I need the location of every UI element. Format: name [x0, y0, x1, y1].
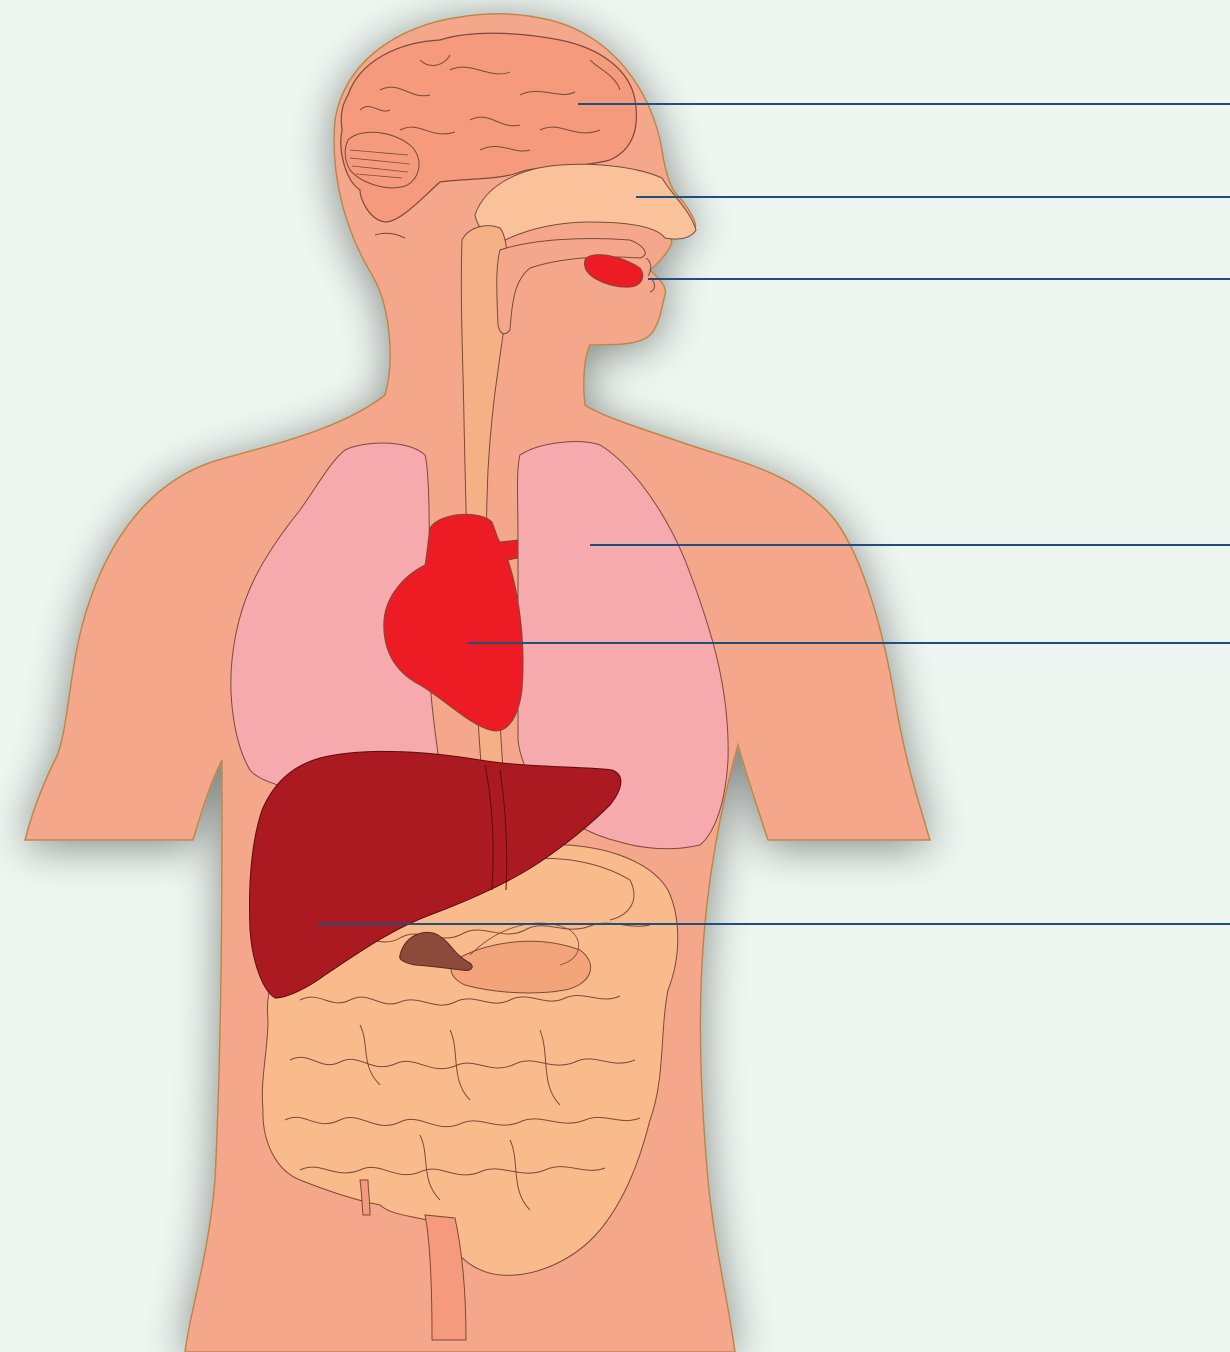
anatomy-diagram: [0, 0, 1230, 1352]
anatomy-figure: [0, 0, 1230, 1352]
